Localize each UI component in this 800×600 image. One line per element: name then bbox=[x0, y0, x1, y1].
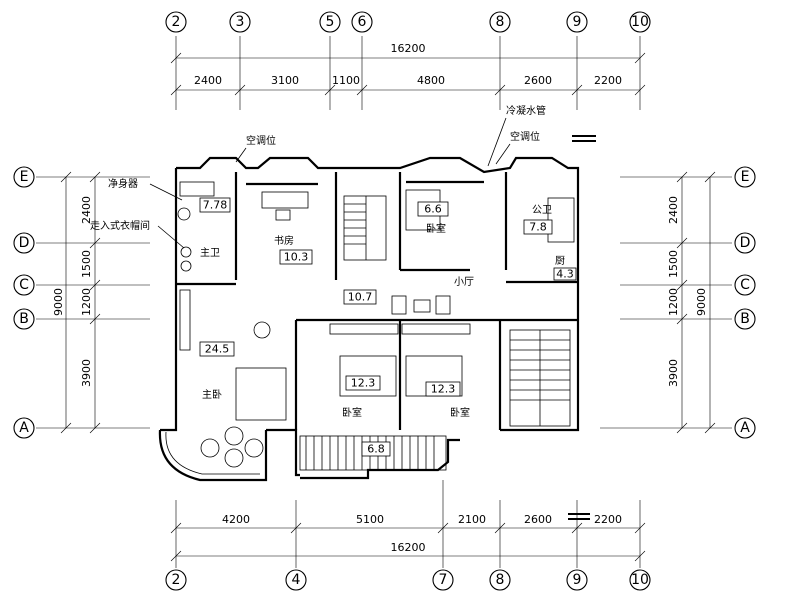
top-axis-markers: 2 3 5 6 8 9 10 bbox=[165, 11, 651, 33]
left-dim-2: 1500 bbox=[80, 250, 93, 278]
area-study: 10.3 bbox=[284, 251, 309, 264]
axis-bottom-4: 8 bbox=[496, 572, 505, 588]
top-dim-4: 4800 bbox=[417, 74, 445, 87]
top-dimensions: 16200 2400 3100 1100 4800 2600 2200 bbox=[170, 36, 646, 110]
note-walk-in-closet: 走入式衣帽间 bbox=[90, 219, 150, 232]
axis-top-1: 2 bbox=[172, 14, 181, 30]
room-labels: 主卫 书房 卧室 公卫 小厅 主卧 卧室 卧室 厨 bbox=[200, 205, 565, 419]
right-total-dim: 9000 bbox=[695, 288, 708, 316]
right-dim-3: 1200 bbox=[667, 288, 680, 316]
axis-right-3: C bbox=[740, 277, 750, 293]
axis-top-7: 10 bbox=[631, 14, 649, 30]
top-dim-5: 2600 bbox=[524, 74, 552, 87]
top-dim-3: 1100 bbox=[332, 74, 360, 87]
label-bedroom-right: 卧室 bbox=[450, 406, 470, 419]
left-dim-1: 2400 bbox=[80, 196, 93, 224]
axis-top-4: 6 bbox=[358, 14, 367, 30]
label-bedroom-mid: 卧室 bbox=[342, 406, 362, 419]
area-master-bedroom: 24.5 bbox=[205, 343, 230, 356]
note-water-purifier: 净身器 bbox=[108, 177, 138, 190]
bottom-dim-1: 4200 bbox=[222, 513, 250, 526]
bottom-dim-3: 2100 bbox=[458, 513, 486, 526]
bottom-dim-2: 5100 bbox=[356, 513, 384, 526]
bottom-dimensions: 4200 5100 2100 2600 2200 16200 bbox=[170, 480, 646, 568]
axis-bottom-5: 9 bbox=[573, 572, 582, 588]
area-labels: 7.78 10.3 6.6 7.8 10.7 24.5 12.3 12.3 6.… bbox=[199, 197, 577, 457]
axis-right-5: A bbox=[740, 420, 750, 436]
exterior-walls bbox=[158, 156, 580, 482]
right-axis-markers: E D C B A bbox=[734, 166, 756, 439]
stairs-top bbox=[343, 195, 387, 261]
area-public-bath: 7.8 bbox=[529, 221, 547, 234]
left-axis-markers: E D C B A bbox=[13, 166, 35, 439]
annotations: 净身器 走入式衣帽间 空调位 冷凝水管 空调位 bbox=[90, 104, 546, 249]
bottom-axis-markers: 2 4 7 8 9 10 bbox=[165, 569, 651, 591]
furniture bbox=[177, 181, 575, 468]
area-balcony: 6.8 bbox=[367, 443, 385, 456]
right-dimensions: 2400 1500 1200 3900 9000 bbox=[600, 171, 732, 434]
top-total-dim: 16200 bbox=[391, 42, 426, 55]
axis-left-2: D bbox=[19, 235, 30, 251]
axis-right-2: D bbox=[740, 235, 751, 251]
left-dimensions: 9000 2400 1500 1200 3900 bbox=[36, 171, 150, 434]
label-study: 书房 bbox=[274, 234, 294, 247]
label-bedroom-top: 卧室 bbox=[426, 222, 446, 235]
section-marks bbox=[568, 135, 596, 520]
axis-bottom-1: 2 bbox=[172, 572, 181, 588]
area-bedroom-top: 6.6 bbox=[424, 203, 442, 216]
axis-left-3: C bbox=[19, 277, 29, 293]
bottom-total-dim: 16200 bbox=[391, 541, 426, 554]
note-cold-hot-pipe: 冷凝水管 bbox=[506, 104, 546, 117]
axis-top-2: 3 bbox=[236, 14, 245, 30]
stairs-right bbox=[509, 329, 571, 427]
top-dim-6: 2200 bbox=[594, 74, 622, 87]
bottom-dim-4: 2600 bbox=[524, 513, 552, 526]
axis-bottom-2: 4 bbox=[292, 572, 301, 588]
axis-bottom-3: 7 bbox=[439, 572, 448, 588]
axis-top-5: 8 bbox=[496, 14, 505, 30]
axis-top-6: 9 bbox=[573, 14, 582, 30]
axis-left-1: E bbox=[20, 169, 29, 185]
area-bedroom-right: 12.3 bbox=[431, 383, 456, 396]
right-dim-2: 1500 bbox=[667, 250, 680, 278]
axis-top-3: 5 bbox=[326, 14, 335, 30]
right-dim-4: 3900 bbox=[667, 359, 680, 387]
label-master-bath: 主卫 bbox=[200, 247, 220, 259]
axis-bottom-6: 10 bbox=[631, 572, 649, 588]
label-master-bedroom: 主卧 bbox=[202, 388, 222, 401]
area-master-bath: 7.78 bbox=[203, 199, 228, 212]
note-ac-2: 空调位 bbox=[510, 130, 540, 143]
label-public-bath: 公卫 bbox=[532, 205, 552, 216]
area-small-hall: 10.7 bbox=[348, 291, 373, 304]
right-dim-1: 2400 bbox=[667, 196, 680, 224]
bottom-dim-5: 2200 bbox=[594, 513, 622, 526]
label-small-hall: 小厅 bbox=[454, 276, 474, 288]
axis-left-4: B bbox=[19, 311, 29, 327]
axis-right-4: B bbox=[740, 311, 750, 327]
left-dim-4: 3900 bbox=[80, 359, 93, 387]
top-dim-1: 2400 bbox=[194, 74, 222, 87]
label-kitchen: 厨 bbox=[555, 255, 565, 267]
left-dim-3: 1200 bbox=[80, 288, 93, 316]
note-ac-1: 空调位 bbox=[246, 134, 276, 147]
axis-left-5: A bbox=[19, 420, 29, 436]
area-small-room: 4.3 bbox=[556, 268, 574, 281]
axis-right-1: E bbox=[741, 169, 750, 185]
top-dim-2: 3100 bbox=[271, 74, 299, 87]
left-total-dim: 9000 bbox=[52, 288, 65, 316]
area-bedroom-mid: 12.3 bbox=[351, 377, 376, 390]
